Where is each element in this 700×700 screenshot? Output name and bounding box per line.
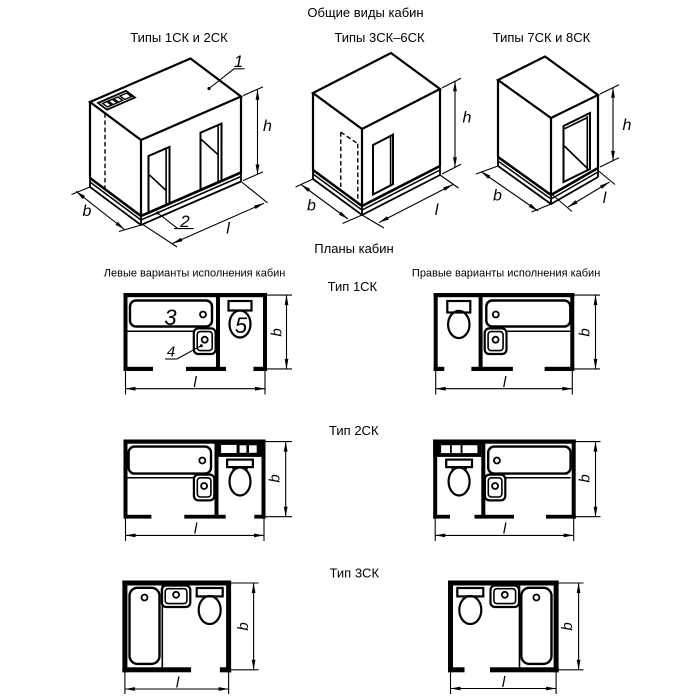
svg-text:h: h <box>263 118 272 135</box>
svg-text:b: b <box>267 474 284 482</box>
svg-text:b: b <box>493 188 502 205</box>
svg-text:Типы 7СК и 8СК: Типы 7СК и 8СК <box>493 30 591 45</box>
svg-text:4: 4 <box>167 344 175 361</box>
svg-text:l: l <box>194 521 198 538</box>
svg-text:l: l <box>193 374 197 391</box>
svg-text:l: l <box>503 374 507 391</box>
svg-text:l: l <box>435 202 439 219</box>
svg-text:l: l <box>503 521 507 538</box>
svg-text:b: b <box>269 328 286 336</box>
svg-text:l: l <box>603 190 607 207</box>
svg-text:b: b <box>559 622 576 630</box>
svg-text:h: h <box>463 110 472 127</box>
svg-text:l: l <box>176 675 180 692</box>
svg-text:5: 5 <box>235 313 248 338</box>
svg-text:Планы кабин: Планы кабин <box>314 241 393 256</box>
svg-text:Общие виды кабин: Общие виды кабин <box>307 5 423 20</box>
svg-text:2: 2 <box>179 212 190 231</box>
svg-text:Типы 3СК–6СК: Типы 3СК–6СК <box>334 30 425 45</box>
svg-text:b: b <box>577 328 594 336</box>
svg-text:Тип 3СК: Тип 3СК <box>330 566 380 581</box>
svg-text:b: b <box>576 474 593 482</box>
svg-text:b: b <box>307 198 316 215</box>
svg-text:Левые варианты исполнения каби: Левые варианты исполнения кабин <box>104 268 286 280</box>
svg-text:Типы 1СК и 2СК: Типы 1СК и 2СК <box>130 30 228 45</box>
svg-text:Тип 2СК: Тип 2СК <box>329 423 379 438</box>
svg-text:Правые варианты исполнения каб: Правые варианты исполнения кабин <box>412 268 600 280</box>
svg-text:h: h <box>623 117 632 134</box>
svg-text:l: l <box>226 221 230 238</box>
svg-text:b: b <box>235 622 252 630</box>
svg-text:3: 3 <box>164 305 177 330</box>
svg-text:Тип 1СК: Тип 1СК <box>328 279 378 294</box>
svg-text:1: 1 <box>234 52 243 71</box>
svg-text:l: l <box>502 674 506 691</box>
svg-text:b: b <box>83 203 92 220</box>
